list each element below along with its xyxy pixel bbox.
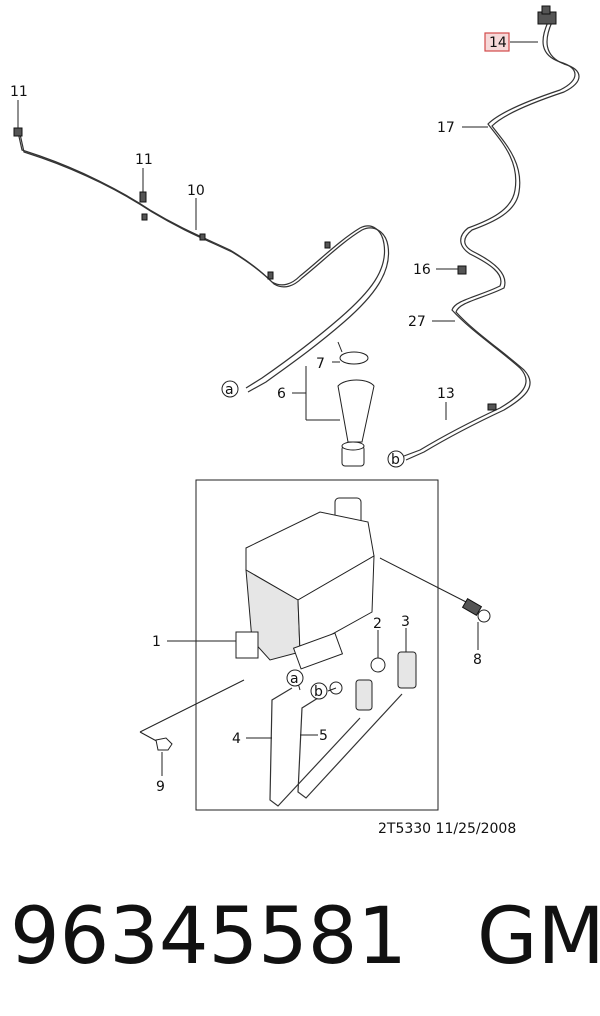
callout-6: 6 <box>277 386 286 402</box>
hose-clip-icon <box>487 403 497 411</box>
grommet-2 <box>370 657 386 673</box>
hose-clip-icon <box>267 271 274 280</box>
hose-4 <box>269 687 361 807</box>
callout-10: 10 <box>187 183 205 199</box>
reservoir-frame <box>195 479 439 811</box>
bolt-8 <box>379 557 491 623</box>
callout-17: 17 <box>437 120 455 136</box>
hose-assembly-10 <box>13 127 390 393</box>
drawing-reference: 2T5330 11/25/2008 <box>378 821 516 837</box>
washer-pump <box>355 679 373 711</box>
callout-3: 3 <box>401 614 410 630</box>
nut-9 <box>139 679 245 751</box>
connector-a-top: a <box>225 382 234 398</box>
part-number: 96345581 <box>10 892 408 982</box>
filler-cap-7 <box>339 351 369 365</box>
filler-neck-6 <box>337 341 375 467</box>
leader-lines <box>17 41 538 776</box>
callout-8: 8 <box>473 652 482 668</box>
clip-16-icon <box>457 265 467 275</box>
footer: 96345581 GM <box>10 892 600 982</box>
brand-name: GM <box>477 892 600 982</box>
callout-9: 9 <box>156 779 165 795</box>
nozzle-11-mid-icon <box>139 191 147 203</box>
connector-markers: a b a b <box>221 380 405 700</box>
connector-b-tank: b <box>314 684 323 700</box>
pumps-and-grommets <box>329 651 417 711</box>
nozzle-11-left-icon <box>13 127 23 137</box>
connector-a-tank: a <box>290 671 299 687</box>
hose-clip-icon <box>324 241 331 249</box>
connector-b-top: b <box>391 452 400 468</box>
callout-11-mid: 11 <box>135 152 153 168</box>
hose-5 <box>297 693 403 799</box>
connector-14-tip-icon <box>541 5 551 15</box>
callout-14-highlight <box>484 32 510 52</box>
reservoir-tank-1 <box>235 497 375 670</box>
callout-16: 16 <box>413 262 431 278</box>
hose-assembly-17-27 <box>403 5 580 461</box>
callout-2: 2 <box>373 616 382 632</box>
callout-5: 5 <box>319 728 328 744</box>
callout-14: 14 <box>489 35 507 51</box>
washer-pump-3 <box>397 651 417 689</box>
hose-clip-icon <box>141 213 148 221</box>
callout-7: 7 <box>316 356 325 372</box>
hose-clip-icon <box>199 233 206 241</box>
callout-4: 4 <box>232 731 241 747</box>
callout-13: 13 <box>437 386 455 402</box>
callout-27: 27 <box>408 314 426 330</box>
callout-11-left: 11 <box>10 84 28 100</box>
callout-labels: 11 11 10 14 17 16 27 13 7 6 1 2 3 8 4 5 … <box>10 32 510 795</box>
callout-1: 1 <box>152 634 161 650</box>
